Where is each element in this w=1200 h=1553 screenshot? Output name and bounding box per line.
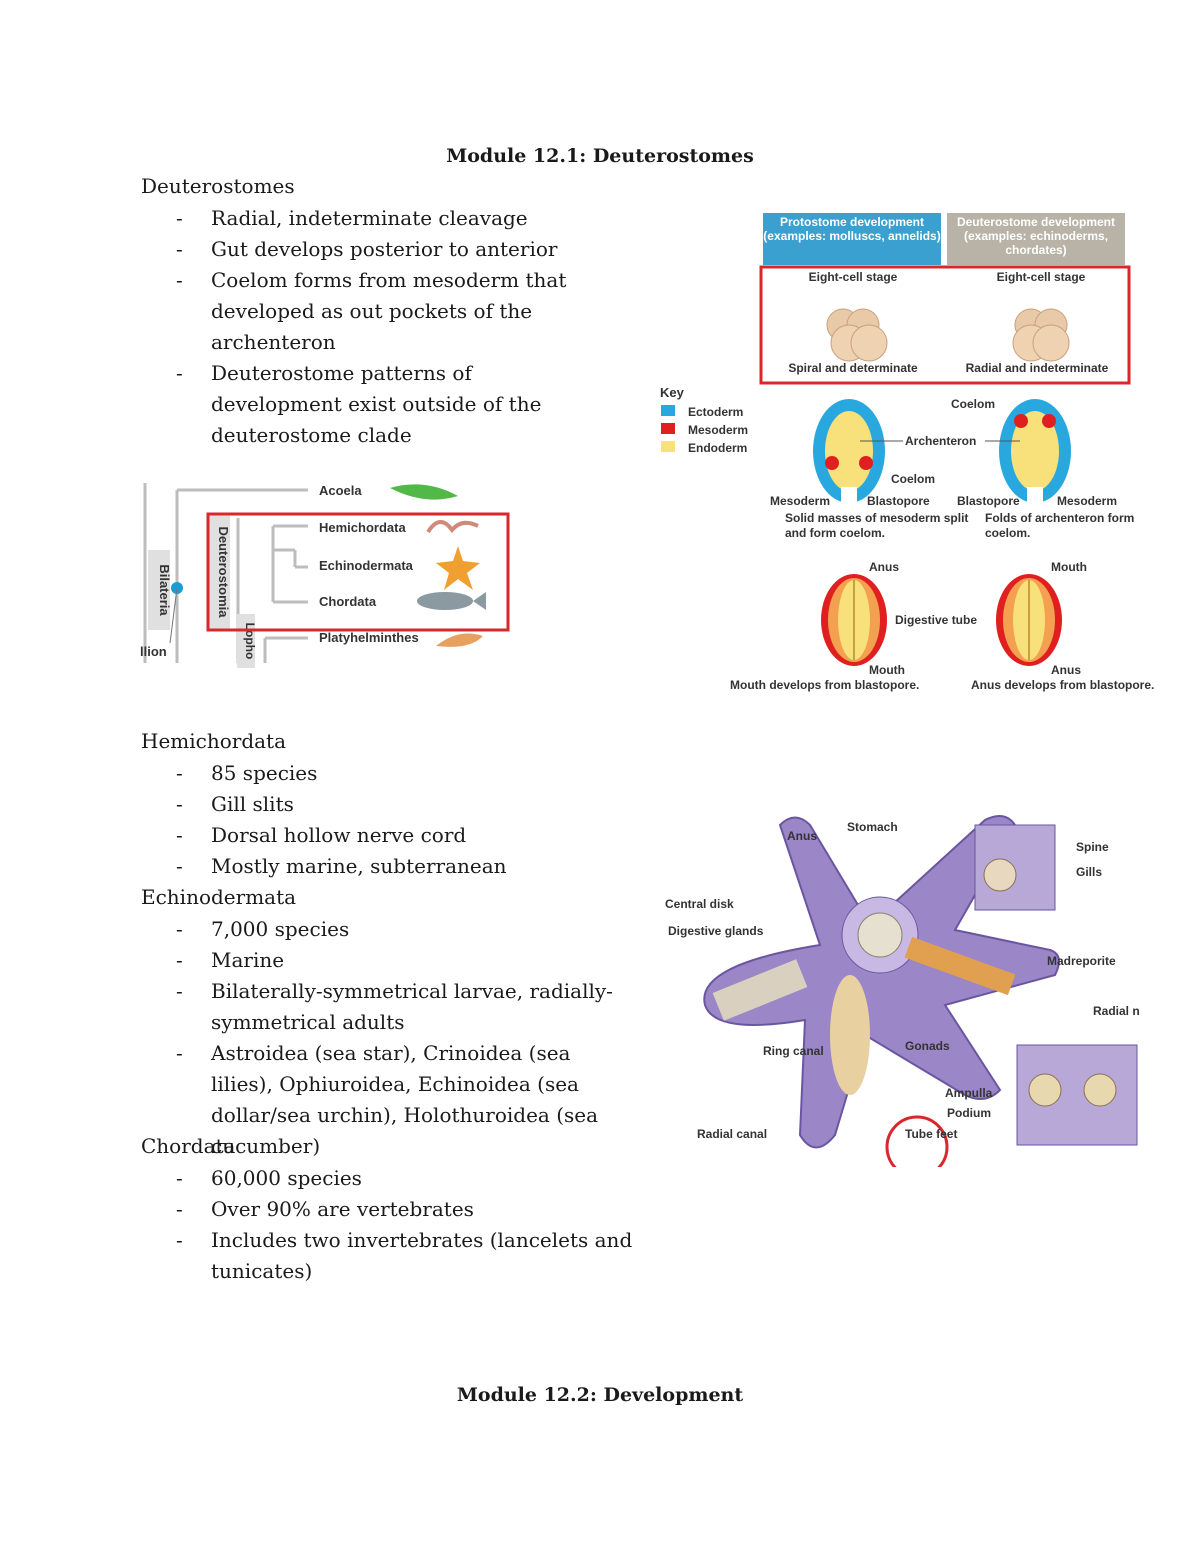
list-item: Marine <box>176 945 621 976</box>
key-title: Key <box>660 385 685 400</box>
taxon-chordata: Chordata <box>319 594 377 609</box>
taxon-acoela: Acoela <box>319 483 362 498</box>
label-digestive-glands: Digestive glands <box>668 924 764 938</box>
deuterostome-highlight-box <box>206 512 510 632</box>
list-item: Includes two invertebrates (lancelets an… <box>176 1225 736 1287</box>
anus-bottom-label: Anus <box>1051 663 1081 677</box>
acorn-worm-icon <box>426 520 479 534</box>
fish-icon <box>417 592 473 610</box>
deuterostome-gastrula-icon <box>999 399 1071 505</box>
tube-feet-highlight <box>885 1115 949 1167</box>
label-ampulla: Ampulla <box>945 1086 993 1100</box>
protostome-header-text: Protostome development (examples: mollus… <box>763 215 941 243</box>
taxon-platyhelminthes: Platyhelminthes <box>319 630 419 645</box>
archenteron-label: Archenteron <box>905 434 976 448</box>
protostome-header <box>763 213 941 265</box>
phylogeny-figure: Bilateria Deuterostomia Lopho llion Acoe… <box>140 478 520 668</box>
protostome-gastrula-icon <box>813 399 885 505</box>
embryo-spiral-icon <box>826 308 888 362</box>
list-item: 60,000 species <box>176 1163 736 1194</box>
spiral-label: Spiral and determinate <box>788 361 918 375</box>
solid-masses-caption: Solid masses of mesoderm split and form … <box>785 511 969 540</box>
label-ring-canal: Ring canal <box>763 1044 824 1058</box>
eight-cell-left-label: Eight-cell stage <box>809 270 898 284</box>
folds-caption: Folds of archenteron form coelom. <box>985 511 1135 540</box>
list-item: Bilaterally-symmetrical larvae, radially… <box>176 976 621 1038</box>
deuterostomes-list: Radial, indeterminate cleavage Gut devel… <box>176 203 586 451</box>
flatworm-icon <box>436 633 483 647</box>
bilateria-label: Bilateria <box>157 564 172 616</box>
development-figure: Protostome development (examples: mollus… <box>655 205 1180 710</box>
coelom-mid-label: Coelom <box>891 472 935 486</box>
blastopore-left-label: Blastopore <box>867 494 930 508</box>
section-label-hemichordata: Hemichordata <box>141 729 287 753</box>
key-mesoderm: Mesoderm <box>688 423 748 437</box>
blastopore-right-label: Blastopore <box>957 494 1020 508</box>
section-label-deuterostomes: Deuterostomes <box>141 174 295 198</box>
anus-develops-caption: Anus develops from blastopore. <box>971 678 1154 692</box>
list-item: 7,000 species <box>176 914 621 945</box>
deuterostome-tube-icon <box>996 574 1062 666</box>
label-tube-feet: Tube feet <box>905 1127 957 1141</box>
mesoderm-left-label: Mesoderm <box>770 494 830 508</box>
embryo-radial-icon <box>1012 308 1070 362</box>
label-gills: Gills <box>1076 865 1102 879</box>
label-radial-canal: Radial canal <box>697 1127 767 1141</box>
seastar-figure: Anus Stomach Spine Gills Central disk Di… <box>655 805 1140 1167</box>
list-item: Gut develops posterior to anterior <box>176 234 586 265</box>
echinodermata-list: 7,000 species Marine Bilaterally-symmetr… <box>176 914 621 1162</box>
chordata-list: 60,000 species Over 90% are vertebrates … <box>176 1163 736 1287</box>
deuterostome-header-text: Deuterostome development (examples: echi… <box>956 215 1116 257</box>
label-gonads: Gonads <box>905 1039 950 1053</box>
list-item: 85 species <box>176 758 636 789</box>
list-item: Gill slits <box>176 789 636 820</box>
section-label-echinodermata: Echinodermata <box>141 885 297 909</box>
list-item: Radial, indeterminate cleavage <box>176 203 586 234</box>
anus-top-label: Anus <box>869 560 899 574</box>
label-stomach: Stomach <box>847 820 898 834</box>
list-item: Dorsal hollow nerve cord <box>176 820 636 851</box>
cleavage-highlight-box <box>759 265 1131 385</box>
eight-cell-right-label: Eight-cell stage <box>997 270 1086 284</box>
digestive-tube-label: Digestive tube <box>895 613 977 627</box>
mouth-top-label: Mouth <box>1051 560 1087 574</box>
deuterostomia-label: Deuterostomia <box>216 526 231 618</box>
label-central-disk: Central disk <box>665 897 734 911</box>
radial-label: Radial and indeterminate <box>966 361 1109 375</box>
list-item: Over 90% are vertebrates <box>176 1194 736 1225</box>
label-spine: Spine <box>1076 840 1109 854</box>
taxon-hemichordata: Hemichordata <box>319 520 406 535</box>
mesoderm-right-label: Mesoderm <box>1057 494 1117 508</box>
label-anus: Anus <box>787 829 817 843</box>
module-title: Module 12.1: Deuterostomes <box>446 145 754 167</box>
key-endoderm: Endoderm <box>688 441 747 455</box>
deuterostome-header <box>947 213 1125 265</box>
sea-star-icon <box>436 546 480 590</box>
label-madreporite: Madreporite <box>1047 954 1116 968</box>
seastar-body-icon <box>703 815 1060 1149</box>
list-item: Coelom forms from mesoderm that develope… <box>176 265 586 358</box>
list-item: Astroidea (sea star), Crinoidea (sea lil… <box>176 1038 621 1162</box>
label-radial-nerve: Radial nerve <box>1093 1004 1140 1018</box>
lopho-label: Lopho <box>243 623 257 660</box>
section-label-chordata: Chordata <box>141 1134 236 1158</box>
coelom-top-label: Coelom <box>951 397 995 411</box>
list-item: Deuterostome patterns of development exi… <box>176 358 586 451</box>
key-ectoderm: Ectoderm <box>688 405 743 419</box>
mouth-bottom-label: Mouth <box>869 663 905 677</box>
protostome-tube-icon <box>821 574 887 666</box>
acoela-worm-icon <box>390 484 458 500</box>
taxon-echinodermata: Echinodermata <box>319 558 414 573</box>
llion-label: llion <box>140 644 167 659</box>
label-podium: Podium <box>947 1106 991 1120</box>
mouth-develops-caption: Mouth develops from blastopore. <box>730 678 919 692</box>
module2-title: Module 12.2: Development <box>456 1384 744 1406</box>
list-item: Mostly marine, subterranean <box>176 851 636 882</box>
hemichordata-list: 85 species Gill slits Dorsal hollow nerv… <box>176 758 636 882</box>
